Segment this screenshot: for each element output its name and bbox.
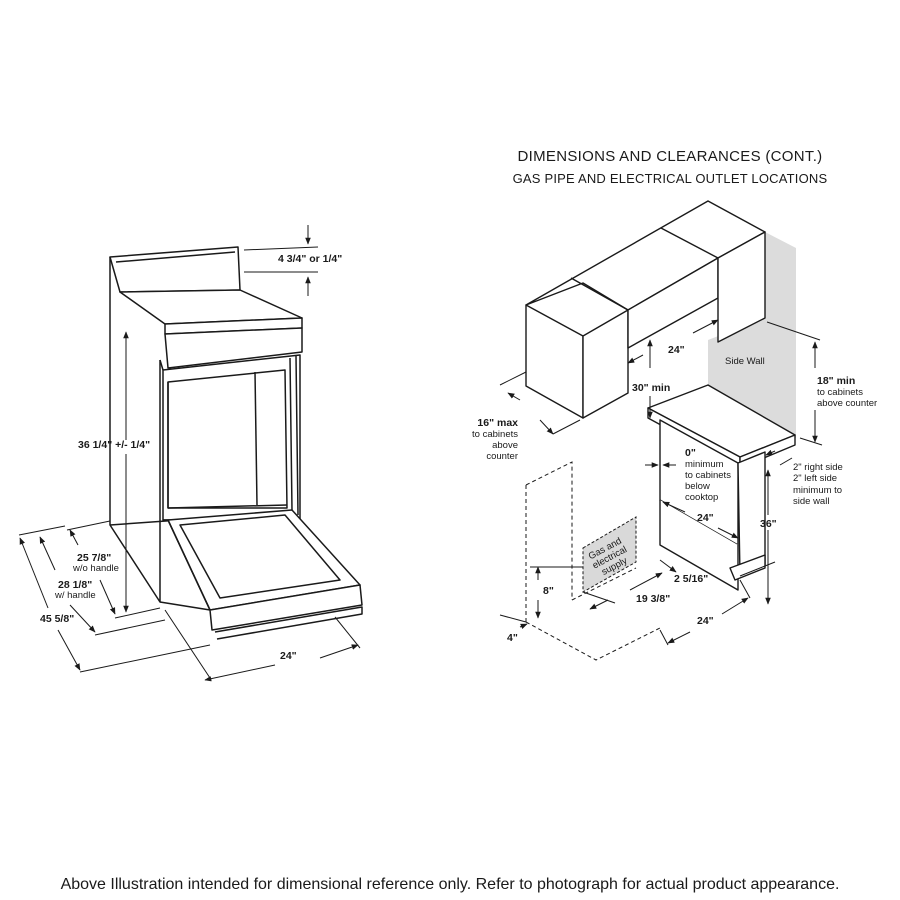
cutout-width-label: 24" <box>697 512 714 524</box>
range-illustration <box>109 246 363 640</box>
below-clearance-label: 0" <box>685 447 696 459</box>
supply-side-label: 2 5/16" <box>674 573 708 585</box>
depth-wo-handle-label: 25 7/8" <box>77 552 111 564</box>
side-note-2: side wall <box>793 496 829 507</box>
side-wall-label: Side Wall <box>725 356 765 367</box>
range-dimension-lines <box>18 225 361 682</box>
depth-wo-handle-note: w/o handle <box>72 563 119 574</box>
side-note-1: minimum to <box>793 485 842 496</box>
depth-door-open-label: 45 5/8" <box>40 613 74 625</box>
counter-outline <box>525 461 661 661</box>
cabinet-depth-label: 16" max <box>477 417 518 429</box>
bottom-width-label: 24" <box>697 615 714 627</box>
cabinet-depth-note-1: to cabinets <box>472 429 518 440</box>
page-subtitle: GAS PIPE AND ELECTRICAL OUTLET LOCATIONS <box>512 171 828 186</box>
below-note-4: cooktop <box>685 492 718 503</box>
install-dimension-lines <box>499 319 823 646</box>
cabinet-clearance-label: 30" min <box>632 382 670 394</box>
range-width-label: 24" <box>280 650 297 662</box>
counter-height-label: 36" <box>760 518 777 530</box>
cabinet-depth-note-2: above <box>492 440 518 451</box>
overall-height-label: 36 1/4" +/- 1/4" <box>78 439 150 451</box>
side-right-label: 2" right side <box>793 462 843 473</box>
below-note-2: to cabinets <box>685 470 731 481</box>
backguard-height-label: 4 3/4" or 1/4" <box>278 253 342 265</box>
supply-zone: Gas and electrical supply <box>582 516 637 593</box>
side-wall-shading <box>708 232 796 440</box>
side-left-label: 2" left side <box>793 473 837 484</box>
depth-w-handle-label: 28 1/8" <box>58 579 92 591</box>
below-note-1: minimum <box>685 459 724 470</box>
upper-clearance-note-2: above counter <box>817 398 877 409</box>
upper-clearance-label: 18" min <box>817 375 855 387</box>
install-labels: 24" 30" min Side Wall 18" min to cabinet… <box>472 344 877 644</box>
supply-height-label: 8" <box>543 585 554 597</box>
depth-w-handle-note: w/ handle <box>54 590 96 601</box>
below-note-3: below <box>685 481 710 492</box>
disclaimer: Above Illustration intended for dimensio… <box>60 876 840 893</box>
cabinet-depth-note-3: counter <box>486 451 518 462</box>
supply-depth-label: 19 3/8" <box>636 593 670 605</box>
supply-offset-label: 4" <box>507 632 518 644</box>
page-title: DIMENSIONS AND CLEARANCES (CONT.) <box>517 148 823 165</box>
cabinet-width-label: 24" <box>668 344 685 356</box>
upper-clearance-note-1: to cabinets <box>817 387 863 398</box>
range-labels: 4 3/4" or 1/4" 36 1/4" +/- 1/4" 25 7/8" … <box>40 253 342 662</box>
